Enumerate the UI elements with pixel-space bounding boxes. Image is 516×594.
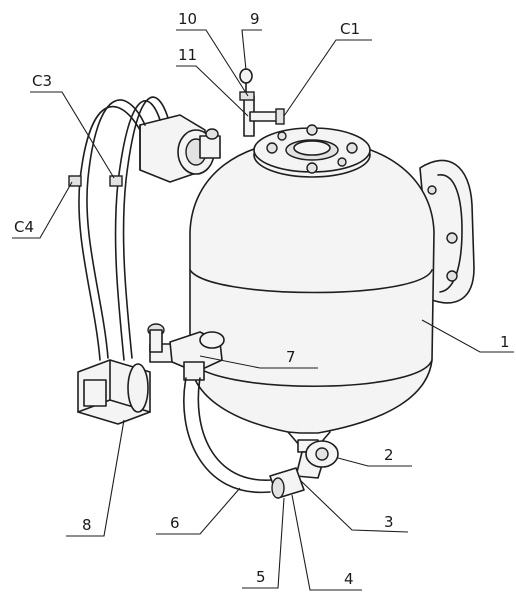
callout-c1: C1 (340, 20, 360, 38)
tubing (68, 96, 169, 361)
leader-lines (12, 29, 514, 591)
bottom-actuator (77, 359, 151, 425)
callout-4: 4 (344, 570, 354, 588)
top-flange (253, 124, 371, 178)
callout-10: 10 (178, 10, 197, 28)
callout-1: 1 (500, 333, 510, 351)
side-inlet-pipe (147, 323, 225, 381)
callout-6: 6 (170, 514, 180, 532)
callout-11: 11 (178, 46, 197, 64)
callout-3: 3 (384, 513, 394, 531)
top-valve-assembly (239, 68, 285, 137)
bottom-pipe (183, 377, 273, 493)
top-motor (139, 114, 221, 183)
tank-body (189, 139, 435, 447)
callout-9: 9 (250, 10, 260, 28)
callout-8: 8 (82, 516, 92, 534)
callout-c3: C3 (32, 72, 52, 90)
callout-2: 2 (384, 446, 394, 464)
bottom-outlet (269, 439, 339, 499)
callout-c4: C4 (14, 218, 34, 236)
callout-labels: 1 2 3 4 5 6 7 8 9 10 11 C1 C3 C4 (14, 10, 510, 588)
callout-5: 5 (256, 568, 266, 586)
callout-7: 7 (286, 348, 296, 366)
